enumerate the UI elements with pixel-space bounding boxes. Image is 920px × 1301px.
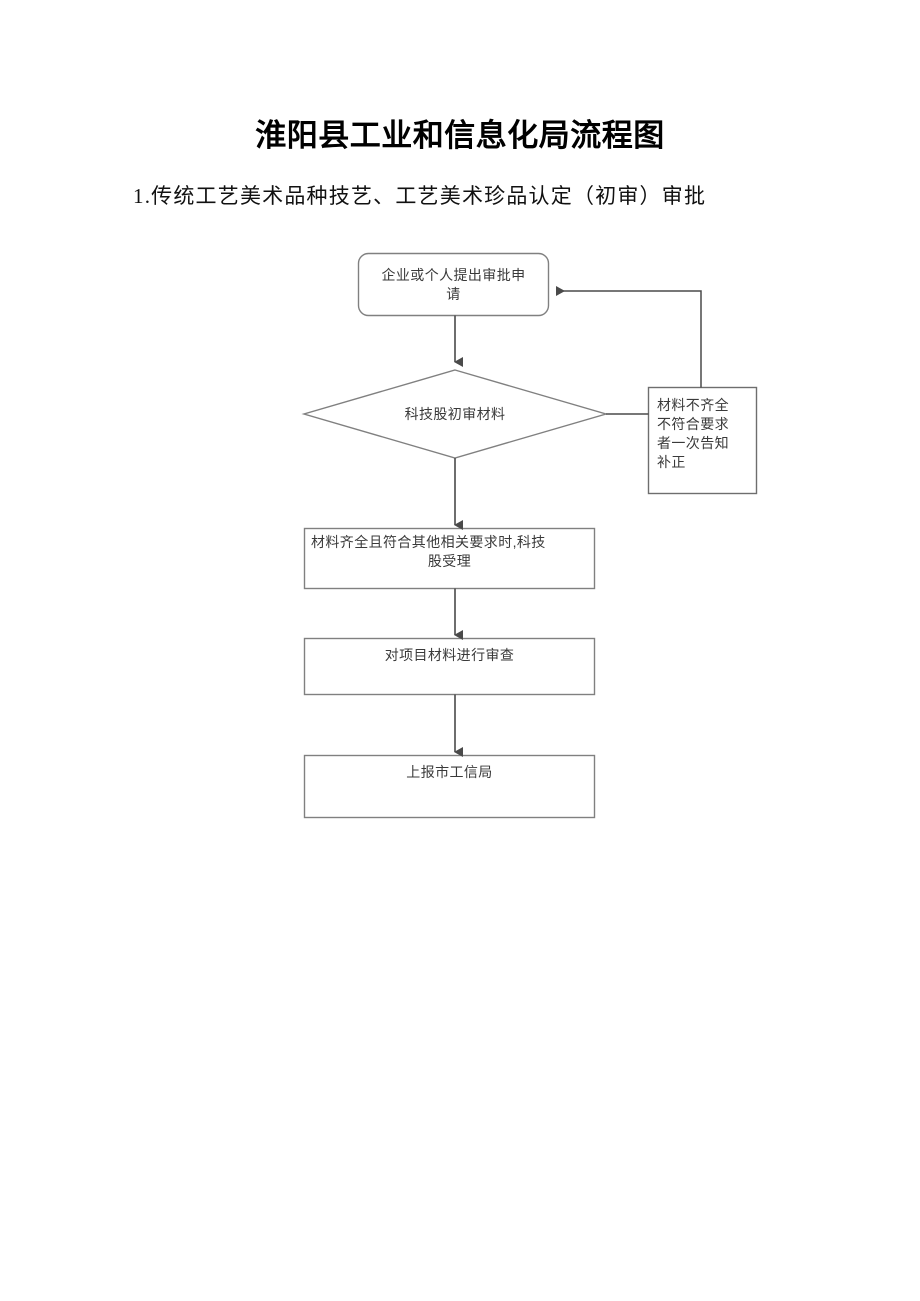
node-shape-start [357,252,550,317]
connector-reject-feedback-to-start [556,286,702,388]
node-shape-report [303,754,596,819]
page-title: 淮阳县工业和信息化局流程图 [255,118,665,153]
node-shape-review [303,637,596,696]
node-shape-decision [301,369,609,459]
page-subtitle: 1.传统工艺美术品种技艺、工艺美术珍品认定（初审）审批 [133,184,707,208]
node-shape-reject [647,386,758,495]
node-shape-accept [303,527,596,590]
